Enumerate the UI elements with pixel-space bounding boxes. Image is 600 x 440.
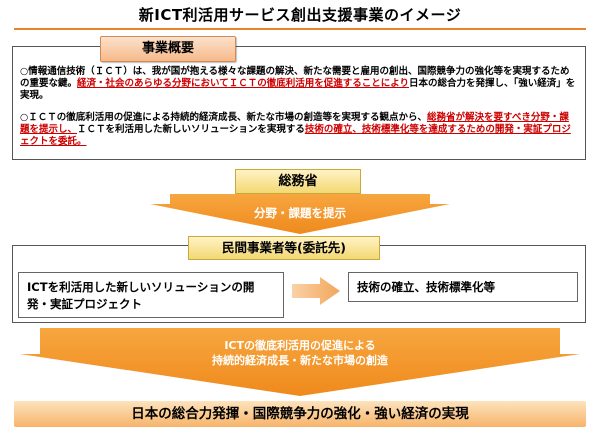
arrow-2-label: ICTの徹底利活用の促進による 持続的経済成長・新たな市場の創造 (0, 338, 600, 368)
right-arrow-icon (292, 277, 340, 305)
overview-para2-text-mid: ＩＣＴを利活用した新しいソリューションを実現する (77, 124, 305, 135)
overview-para1-emphasis: 経済・社会のあらゆる分野においてＩＣＴの徹底利活用を促進することにより (77, 78, 410, 89)
overview-box (12, 46, 586, 160)
overview-para2-emphasis-2: 技術の確立、技術標準化等を達成するための開発・実証プロジェクトを委託。 (20, 124, 571, 147)
title-underline (14, 28, 586, 30)
arrow-2-line-2: 持続的経済成長・新たな市場の創造 (212, 354, 388, 367)
overview-para1-text: ○情報通信技術（ＩＣＴ）は、我が国が抱える様々な課題の解決、新たな需要と雇用の創… (20, 66, 570, 89)
solution-project-box: ICTを利活用した新しいソリューションの開発・実証プロジェクト (18, 272, 284, 318)
overview-para2-emphasis: 総務省が解決を要すべき分野・課題を提示し、 (20, 112, 569, 135)
page-title: 新ICT利活用サービス創出支援事業のイメージ (138, 6, 462, 24)
overview-paragraph-2: ○ＩＣＴの徹底利活用の促進による持続的経済成長、新たな市場の創造等を実現する観点… (20, 112, 576, 148)
arrow-2-line-1: ICTの徹底利活用の促進による (224, 339, 376, 352)
arrow-1-label: 分野・課題を提示 (254, 206, 346, 220)
overview-paragraph-1: ○情報通信技術（ＩＣＴ）は、我が国が抱える様々な課題の解決、新たな需要と雇用の創… (20, 66, 576, 102)
overview-tab-label: 事業概要 (100, 36, 236, 62)
down-arrow-1 (150, 194, 450, 234)
down-arrow-2 (20, 328, 580, 396)
outcome-banner: 日本の総合力発揮・国際競争力の強化・強い経済の実現 (14, 401, 586, 427)
operators-tab-label: 民間事業者等(委託先) (188, 236, 380, 260)
overview-para1-text-end: 日本の総合力を発揮し、「強い経済」を実現。 (20, 78, 576, 101)
overview-para2-text: ○ＩＣＴの徹底利活用の促進による持続的経済成長、新たな市場の創造等を実現する観点… (20, 112, 428, 123)
tech-standard-box: 技術の確立、技術標準化等 (348, 272, 578, 302)
ministry-box: 総務省 (235, 169, 361, 194)
